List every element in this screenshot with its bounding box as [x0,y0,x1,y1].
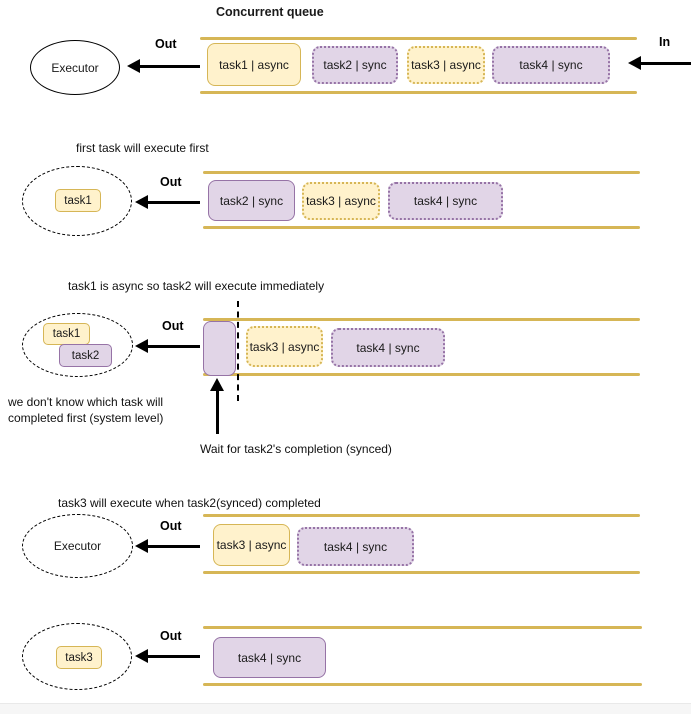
executing-task-chip: task1 [55,189,101,212]
executing-task-chip: task2 [59,344,112,367]
arrow-head [135,339,148,353]
step-caption: task1 is async so task2 will execute imm… [68,279,325,293]
out-label: Out [155,37,177,51]
out-arrow-icon [135,339,200,353]
page-bottom-edge [0,703,691,714]
arrow-head [210,378,224,391]
task-label: task3 | async [249,339,320,354]
wait-pointer-arrow-icon [210,378,224,434]
out-label: Out [162,319,184,333]
sync-barrier-dashed-line [237,301,239,401]
task-box: task4 | sync [297,527,414,566]
task-box: task4 | sync [213,637,326,678]
note-unknown-completion-line2: completed first (system level) [8,411,164,425]
step-caption: first task will execute first [76,141,209,155]
arrow-shaft [639,61,691,65]
executor-ellipse [22,623,132,690]
note-unknown-completion-line1: we don't know which task will [8,395,164,409]
arrow-head [127,59,140,73]
task-label: task4 | sync [413,194,478,208]
out-arrow-icon [135,195,200,209]
chip-label: task1 [52,328,81,340]
out-label: Out [160,175,182,189]
out-label: Out [160,629,182,643]
executor-ellipse [22,166,132,236]
task-box: task2 | sync [312,46,398,84]
task-box: task3 | async [213,524,290,566]
queue-rail-top [203,626,642,629]
arrow-shaft [138,64,200,68]
arrow-shaft [146,654,200,658]
task2-waiting-slot [203,321,236,376]
task-label: task3 | async [411,58,481,72]
task-box: task3 | async [407,46,485,84]
out-arrow-icon [135,649,200,663]
task-label: task4 | sync [237,650,302,665]
task-box: task3 | async [246,326,323,367]
queue-rail-bottom [203,683,642,686]
task-label: task2 | sync [323,58,387,72]
arrow-head [135,539,148,553]
out-arrow-icon [127,59,200,73]
task-label: task4 | sync [323,539,388,554]
arrow-head [135,649,148,663]
arrow-shaft [146,344,200,348]
executing-task-chip: task3 [56,646,102,669]
task-label: task3 | async [306,194,376,208]
task-box: task4 | sync [331,328,445,367]
arrow-shaft [146,200,200,204]
executor-label: Executor [53,539,102,553]
executing-task-chip: task1 [43,323,90,345]
wait-note: Wait for task2's completion (synced) [200,442,392,456]
task-label: task4 | sync [519,58,583,72]
chip-label: task2 [71,349,100,362]
executor-ellipse [22,313,133,377]
step-caption: task3 will execute when task2(synced) co… [58,496,321,510]
queue-rail-bottom [203,571,640,574]
task-box: task4 | sync [388,182,503,220]
queue-rail-top [203,514,640,517]
executor-ellipse: Executor [22,514,133,578]
task-label: task1 | async [219,57,289,72]
task-label: task2 | sync [219,193,284,208]
queue-rail-top [203,318,640,321]
task-box: task3 | async [302,182,380,220]
out-label: Out [160,519,182,533]
task-box: task2 | sync [208,180,295,221]
arrow-shaft [146,544,200,548]
in-arrow-icon [628,56,691,70]
diagram-title: Concurrent queue [216,5,324,19]
task-box: task4 | sync [492,46,610,84]
executor-label: Executor [51,60,99,75]
task-label: task3 | async [216,538,287,552]
queue-rail-bottom [203,226,640,229]
task-box: task1 | async [207,43,301,86]
out-arrow-icon [135,539,200,553]
chip-label: task1 [64,194,92,207]
chip-label: task3 [65,651,93,664]
arrow-head [628,56,641,70]
queue-rail-top [200,37,637,40]
queue-rail-bottom [203,373,640,376]
task-label: task4 | sync [356,340,420,355]
arrow-shaft [215,389,219,434]
queue-rail-top [203,171,640,174]
in-label: In [659,35,671,49]
arrow-head [135,195,148,209]
executor-ellipse: Executor [30,40,120,95]
queue-rail-bottom [200,91,637,94]
